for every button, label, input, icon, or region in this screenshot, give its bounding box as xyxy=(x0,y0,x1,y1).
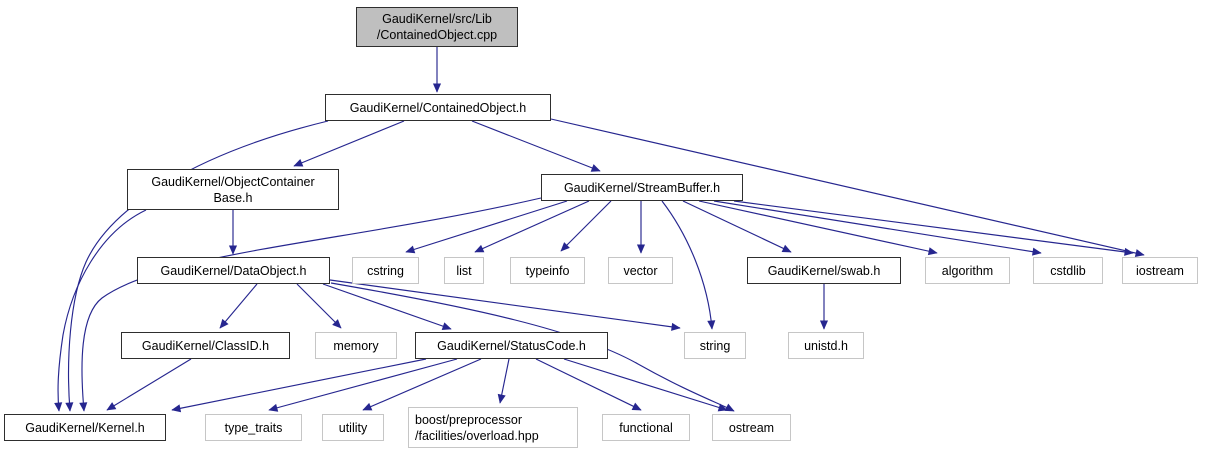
node-label-line: memory xyxy=(333,338,379,353)
node-label-line: GaudiKernel/ContainedObject.h xyxy=(349,100,527,115)
node-classid-h[interactable]: GaudiKernel/ClassID.h xyxy=(121,332,290,359)
edge-containedobject-h-to-objectcontainerbase-h xyxy=(293,120,405,167)
node-label-line: GaudiKernel/swab.h xyxy=(767,263,881,278)
node-label-line: type_traits xyxy=(224,420,283,435)
node-label-line: cstring xyxy=(367,263,404,278)
node-algorithm: algorithm xyxy=(925,257,1010,284)
edge-containedobject-h-to-kernel-h xyxy=(65,120,329,412)
node-label-line: GaudiKernel/StatusCode.h xyxy=(437,338,586,353)
edge-objectcontainerbase-h-to-kernel-h xyxy=(54,209,147,412)
node-label-line: GaudiKernel/Kernel.h xyxy=(25,420,145,435)
node-label-line: functional xyxy=(619,420,673,435)
node-dataobject-h[interactable]: GaudiKernel/DataObject.h xyxy=(137,257,330,284)
node-functional: functional xyxy=(602,414,690,441)
node-ostream: ostream xyxy=(712,414,791,441)
edge-statuscode-h-to-type-traits xyxy=(268,358,458,412)
edge-dataobject-h-to-string xyxy=(329,279,681,331)
node-label-line: Base.h xyxy=(213,190,253,205)
edge-streambuffer-h-to-string xyxy=(661,200,716,330)
node-label-line: GaudiKernel/ClassID.h xyxy=(141,338,270,353)
node-iostream: iostream xyxy=(1122,257,1198,284)
node-vector: vector xyxy=(608,257,673,284)
node-swab-h[interactable]: GaudiKernel/swab.h xyxy=(747,257,901,284)
edge-statuscode-h-to-kernel-h xyxy=(171,358,427,413)
node-cstring: cstring xyxy=(352,257,419,284)
edge-streambuffer-h-to-list xyxy=(474,200,590,253)
edge-dataobject-h-to-ostream xyxy=(330,282,735,412)
node-utility: utility xyxy=(322,414,384,441)
node-string: string xyxy=(684,332,746,359)
node-label-line: cstdlib xyxy=(1050,263,1086,278)
node-label-line: ostream xyxy=(728,420,775,435)
edge-statuscode-h-to-ostream xyxy=(563,358,728,412)
edge-streambuffer-h-to-iostream xyxy=(733,200,1134,256)
node-kernel-h[interactable]: GaudiKernel/Kernel.h xyxy=(4,414,166,441)
edge-streambuffer-h-to-cstring xyxy=(405,200,568,254)
edge-containedobject-h-to-iostream xyxy=(550,118,1145,258)
node-label-line: string xyxy=(699,338,731,353)
edge-streambuffer-h-to-typeinfo xyxy=(560,200,612,252)
node-label-line: GaudiKernel/src/Lib xyxy=(382,12,492,26)
edge-classid-h-to-kernel-h xyxy=(106,358,192,411)
edge-streambuffer-h-to-swab-h xyxy=(682,200,792,253)
edge-statuscode-h-to-utility xyxy=(362,358,482,411)
node-cstdlib: cstdlib xyxy=(1033,257,1103,284)
node-unistd-h: unistd.h xyxy=(788,332,864,359)
node-typeinfo: typeinfo xyxy=(510,257,585,284)
node-label-line: GaudiKernel/StreamBuffer.h xyxy=(563,180,721,195)
node-list: list xyxy=(444,257,484,284)
edge-statuscode-h-to-boost-overload-hpp xyxy=(497,358,510,404)
node-label-line: /facilities/overload.hpp xyxy=(415,428,539,443)
node-label-line: /ContainedObject.cpp xyxy=(376,28,498,42)
node-label-line: algorithm xyxy=(941,263,994,278)
edge-streambuffer-h-to-algorithm xyxy=(698,200,938,256)
node-label-line: vector xyxy=(623,263,658,278)
node-label-line: GaudiKernel/ObjectContainer xyxy=(151,174,315,189)
node-containedobject-h[interactable]: GaudiKernel/ContainedObject.h xyxy=(325,94,551,121)
node-label-line: GaudiKernel/DataObject.h xyxy=(160,263,307,278)
node-label-line: list xyxy=(456,263,472,278)
node-streambuffer-h[interactable]: GaudiKernel/StreamBuffer.h xyxy=(541,174,743,201)
node-label-line: typeinfo xyxy=(525,263,570,278)
node-label-line: utility xyxy=(338,420,368,435)
edge-dataobject-h-to-classid-h xyxy=(219,283,258,329)
node-boost-overload-hpp: boost/preprocessor/facilities/overload.h… xyxy=(408,407,578,448)
node-type-traits: type_traits xyxy=(205,414,302,441)
edge-dataobject-h-to-statuscode-h xyxy=(322,283,452,331)
node-memory: memory xyxy=(315,332,397,359)
node-statuscode-h[interactable]: GaudiKernel/StatusCode.h xyxy=(415,332,608,359)
node-containedobject-cpp: GaudiKernel/src/Lib/ContainedObject.cpp xyxy=(356,7,518,47)
node-label-line: iostream xyxy=(1136,263,1184,278)
edge-containedobject-h-to-streambuffer-h xyxy=(471,120,601,172)
edge-statuscode-h-to-functional xyxy=(535,358,642,411)
edge-streambuffer-h-to-cstdlib xyxy=(713,200,1042,256)
edge-dataobject-h-to-memory xyxy=(296,283,342,329)
node-label-line: unistd.h xyxy=(804,338,848,353)
node-label-line: boost/preprocessor xyxy=(415,412,523,427)
